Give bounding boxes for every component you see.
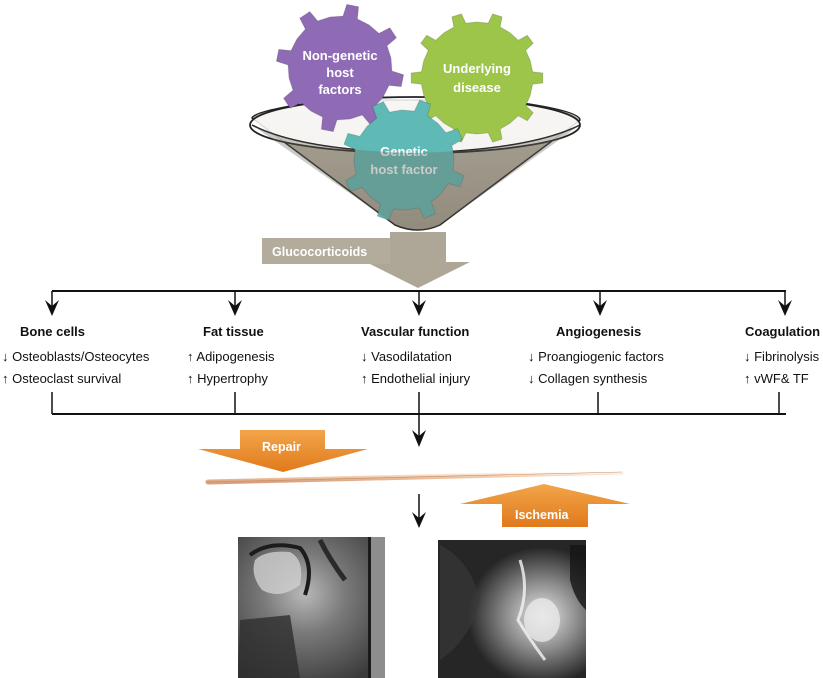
xray-image — [438, 540, 586, 678]
repair-label: Repair — [262, 440, 301, 454]
category-effect: ↓ Proangiogenic factors — [528, 349, 664, 364]
gear-label-line: factors — [318, 82, 361, 97]
ischemia-label: Ischemia — [515, 508, 570, 522]
gear-label-line: disease — [453, 80, 501, 95]
gear-label-line: host factor — [370, 162, 437, 177]
glucocorticoids-label-box — [262, 238, 390, 264]
category-effect: ↓ Vasodilatation — [361, 349, 452, 364]
category-title: Bone cells — [20, 324, 86, 339]
collector-connector — [51, 392, 786, 447]
category-title: Angiogenesis — [556, 324, 642, 339]
gear-label-line: host — [326, 65, 354, 80]
category-effect: ↑ Hypertrophy — [187, 371, 268, 386]
down-arrow-head — [412, 430, 426, 447]
arrow-head — [412, 300, 426, 316]
gear-shape — [343, 99, 465, 221]
repair-arrow: Repair — [198, 430, 368, 472]
category-title: Coagulation — [745, 324, 821, 339]
gear-underlying-disease: Underlying disease — [410, 13, 544, 143]
gear-label-line: Underlying — [443, 61, 511, 76]
category-effect: ↓ Fibrinolysis — [744, 349, 820, 364]
mri-image — [238, 537, 385, 678]
funnel-front-shade — [252, 125, 580, 230]
gear-shape — [410, 13, 544, 143]
arrow-head — [778, 300, 792, 316]
down-arrow-2 — [412, 494, 426, 528]
big-down-arrow — [366, 232, 470, 288]
ischemia-arrow: Ischemia — [460, 484, 630, 527]
category-title: Vascular function — [361, 324, 470, 339]
category-effect: ↑ Endothelial injury — [361, 371, 471, 386]
category-effect: ↑ Adipogenesis — [187, 349, 275, 364]
category-title: Fat tissue — [203, 324, 264, 339]
category-effect: ↑ Osteoclast survival — [2, 371, 122, 386]
arrow-head — [45, 300, 59, 316]
gear-label-line: Genetic — [380, 144, 428, 159]
category-effect: ↑ vWF& TF — [744, 371, 809, 386]
gear-non-genetic-host-factors: Non-genetic host factors — [275, 3, 405, 133]
gear-genetic-host-factor: Genetic host factor — [343, 99, 465, 221]
category-effect: ↓ Osteoblasts/Osteocytes — [2, 349, 150, 364]
arrow-head — [593, 300, 607, 316]
category-effect: ↓ Collagen synthesis — [528, 371, 648, 386]
glucocorticoids-arrow: Glucocorticoids — [262, 232, 470, 288]
gear-label-line: Non-genetic — [302, 48, 377, 63]
glucocorticoids-label: Glucocorticoids — [272, 245, 367, 259]
arrow-head — [228, 300, 242, 316]
distribution-connector — [45, 290, 792, 316]
